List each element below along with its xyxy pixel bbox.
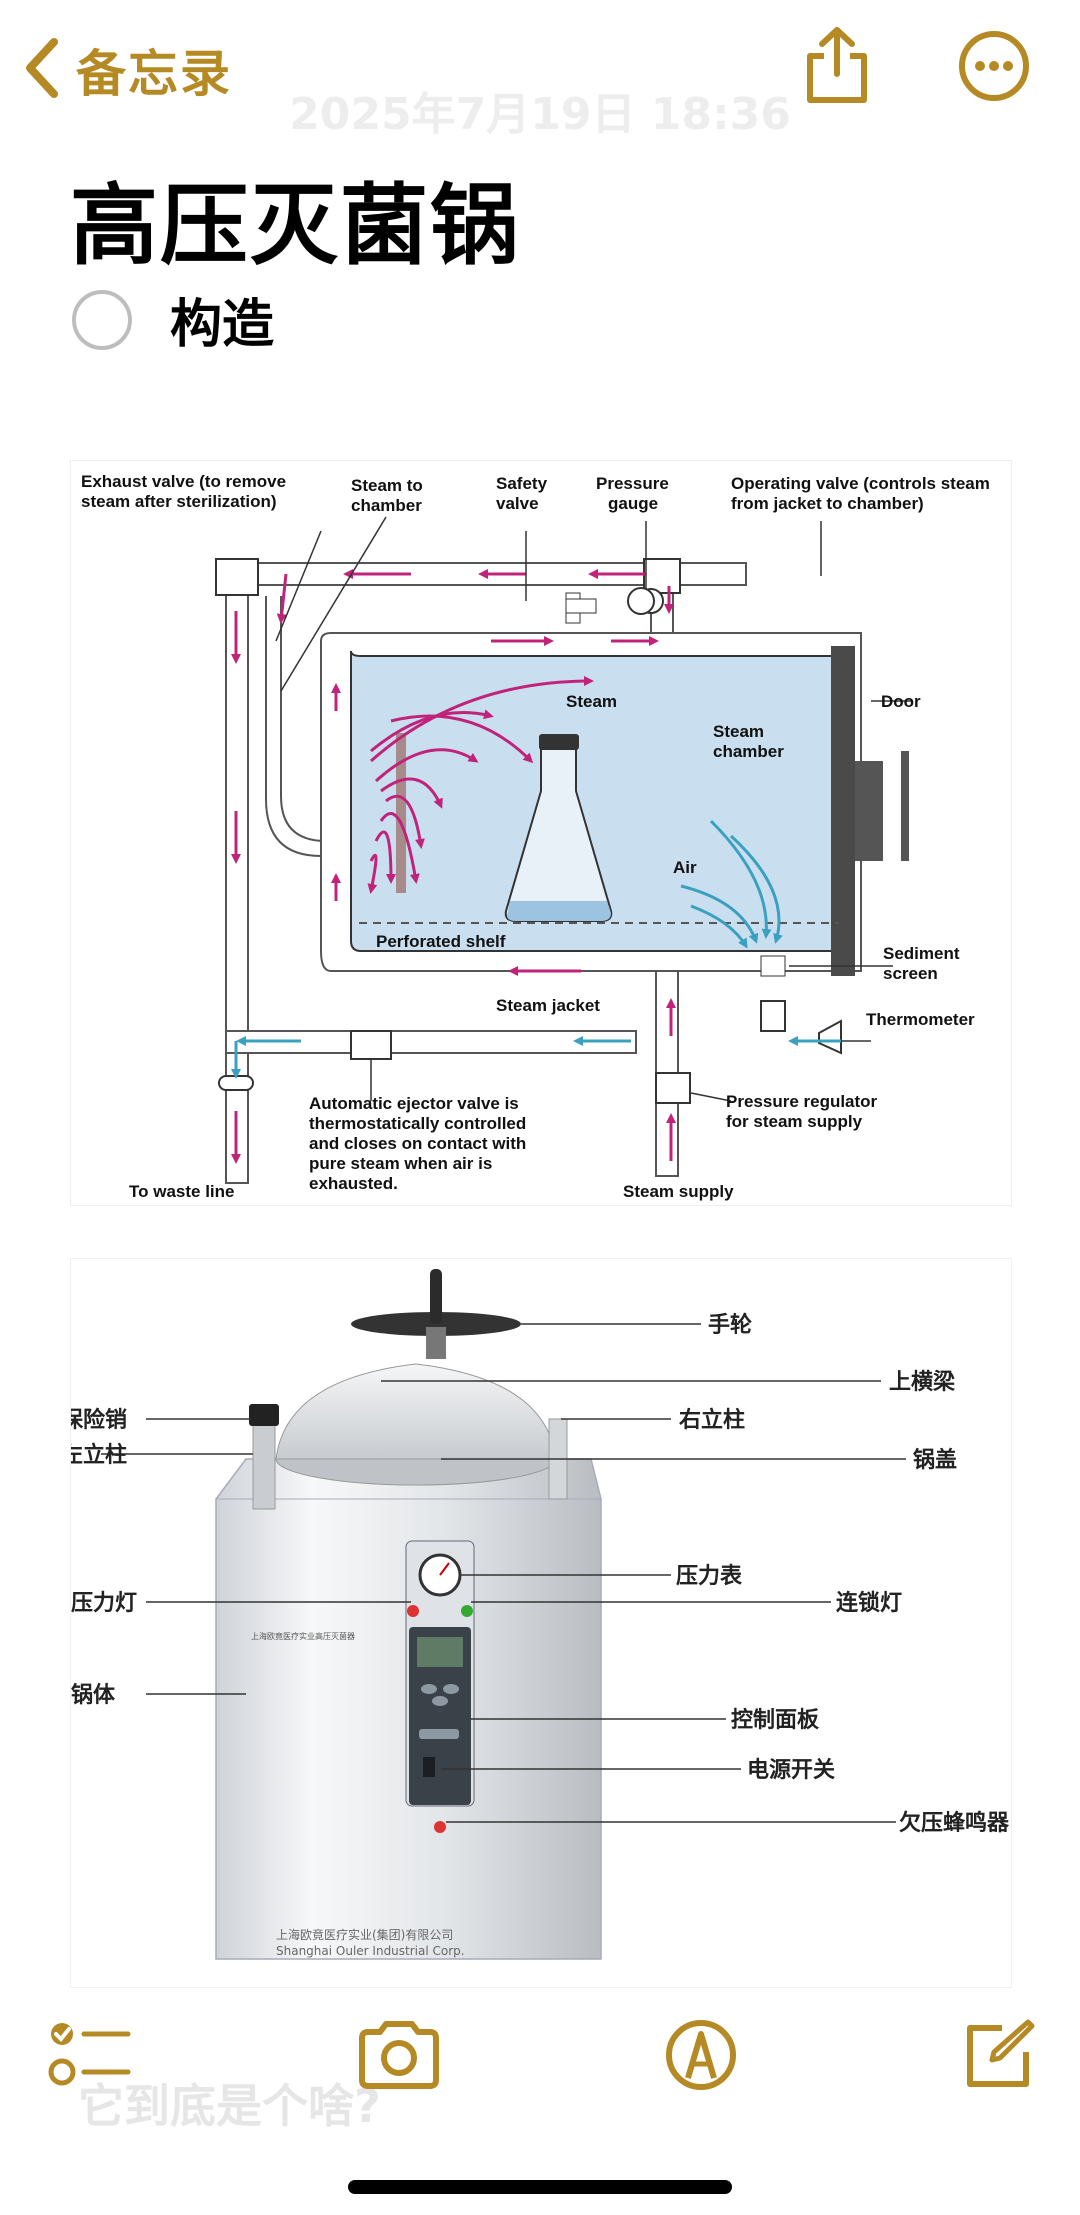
checklist-button[interactable] — [48, 2018, 132, 2094]
label-interlock-light: 连锁灯 — [836, 1590, 902, 1616]
label-power-switch: 电源开关 — [747, 1758, 835, 1783]
label-steam-supply: Steam supply — [623, 1182, 734, 1201]
label-perforated-shelf: Perforated shelf — [376, 932, 506, 951]
label-lid: 锅盖 — [913, 1447, 957, 1473]
ellipsis-circle-icon — [958, 31, 1030, 106]
checklist-item: 构造 — [72, 282, 274, 357]
label-right-post: 右立柱 — [679, 1407, 745, 1433]
label-control-panel: 控制面板 — [731, 1707, 820, 1733]
autoclave-photo-image: 上海欧竟医疗实业高压灭菌器 上海欧竟医疗实业(集团)有限公司 Shanghai … — [70, 1258, 1012, 1988]
label-pressure-gauge: 压力表 — [676, 1564, 743, 1589]
svg-text:上海欧竟医疗实业高压灭菌器: 上海欧竟医疗实业高压灭菌器 — [251, 1631, 355, 1641]
label-pressure-light: 压力灯 — [71, 1591, 137, 1616]
note-date: 2025年7月19日 18:36 — [289, 89, 791, 140]
label-underpressure-buzzer: 欠压蜂鸣器 — [899, 1810, 1010, 1836]
label-door: Door — [881, 692, 921, 711]
share-button[interactable] — [802, 24, 872, 110]
checklist-icon — [48, 2023, 132, 2094]
compose-button[interactable] — [962, 2018, 1036, 2094]
maker-en: Shanghai Ouler Industrial Corp. — [276, 1944, 465, 1958]
note-title[interactable]: 高压灭菌锅 — [70, 174, 521, 277]
home-indicator[interactable] — [348, 2180, 732, 2194]
label-steam: Steam — [566, 692, 617, 711]
label-body: 锅体 — [71, 1682, 116, 1708]
back-label: 备忘录 — [76, 45, 232, 103]
label-left-post: 左立柱 — [71, 1442, 127, 1468]
label-ejector-valve: Automatic ejector valve is thermostatica… — [309, 1094, 531, 1193]
label-steam-jacket: Steam jacket — [496, 996, 600, 1015]
top-navigation-bar: 备忘录 2025年7月19日 18:36 — [0, 0, 1080, 140]
more-button[interactable] — [958, 30, 1030, 106]
label-thermometer: Thermometer — [866, 1010, 975, 1029]
checklist-item-label[interactable]: 构造 — [170, 295, 275, 355]
pen-tip-circle-icon — [664, 2020, 738, 2096]
compose-icon — [962, 2019, 1036, 2094]
camera-button[interactable] — [356, 2018, 442, 2094]
chevron-left-icon — [22, 36, 62, 104]
back-button[interactable]: 备忘录 — [22, 30, 232, 110]
note-body-text[interactable]: 它到底是个啥? — [78, 2079, 381, 2133]
label-waste-line: To waste line — [129, 1182, 235, 1201]
label-top-beam: 上横梁 — [889, 1370, 955, 1395]
checklist-checkbox[interactable] — [72, 289, 132, 350]
label-handwheel: 手轮 — [708, 1312, 752, 1338]
label-air: Air — [673, 858, 697, 877]
share-icon — [802, 27, 872, 110]
camera-icon — [356, 2021, 442, 2094]
label-safety-pin: 保险销 — [71, 1407, 127, 1433]
markup-button[interactable] — [664, 2018, 738, 2096]
maker-cn: 上海欧竟医疗实业(集团)有限公司 — [276, 1927, 453, 1942]
